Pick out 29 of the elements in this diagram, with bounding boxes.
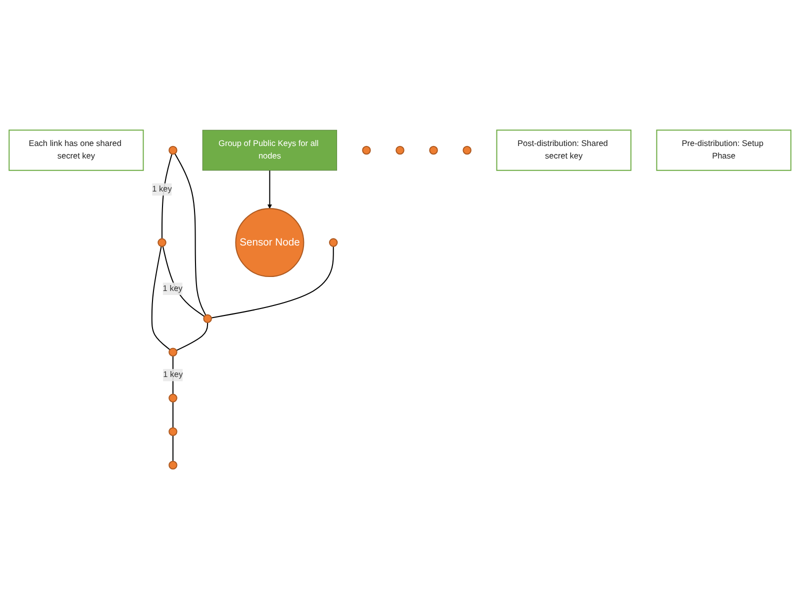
connector [161, 154, 172, 240]
node-box: Pre-distribution: Setup Phase [656, 130, 792, 172]
arrow [267, 170, 272, 210]
node-circle [362, 146, 371, 156]
connector [172, 402, 174, 428]
connector [162, 246, 205, 318]
connector [176, 322, 208, 352]
node-circle [158, 238, 166, 248]
node-circle [168, 394, 178, 403]
node-circle [203, 314, 212, 324]
edge-label: 1 key [163, 370, 183, 380]
edge-label: 1 key [152, 185, 172, 194]
node-circle [328, 238, 338, 248]
node-circle [168, 461, 178, 470]
node-box: Post-distribution: Shared secret key [496, 130, 632, 172]
edge-label: 1 key [162, 284, 183, 294]
connector [211, 246, 334, 319]
node-circle [429, 146, 438, 156]
node-circle [168, 348, 178, 357]
node-circle: Sensor Node [235, 208, 304, 278]
node-box: Group of Public Keys for all nodes [202, 130, 338, 172]
node-circle [168, 428, 178, 436]
node-circle [396, 146, 404, 156]
node-circle [168, 146, 178, 156]
connector [151, 246, 170, 351]
connector [174, 154, 206, 316]
node-box: Each link has one shared secret key [8, 130, 144, 172]
connector [172, 436, 174, 462]
node-circle [462, 146, 472, 156]
